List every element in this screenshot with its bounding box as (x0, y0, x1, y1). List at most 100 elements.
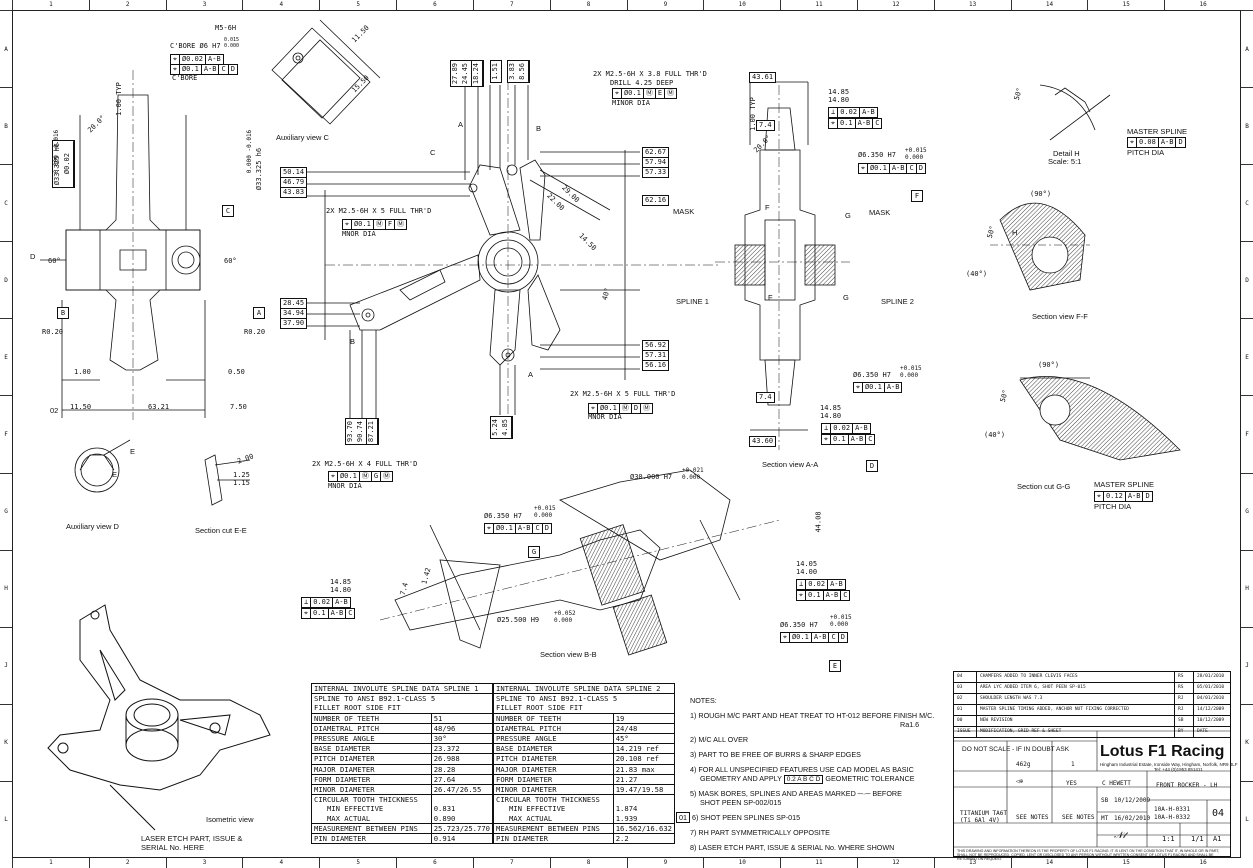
thread-callout-1c: MINOR DIA (612, 99, 650, 107)
zone-number: 1 (12, 858, 89, 868)
zone-number: 2 (88, 858, 166, 868)
table-cell: INTERNAL INVOLUTE SPLINE DATA SPLINE 2 (493, 682, 675, 695)
zone-letter: C (0, 164, 12, 241)
dim-1480a: 14.80 (828, 96, 850, 104)
table-cell: DIAMETRAL PITCH (493, 722, 614, 735)
thread-callout-4b: MNOR DIA (328, 482, 362, 490)
revision-issue: 00 (954, 716, 977, 726)
right-views-geometry (990, 84, 1181, 461)
scale-value: 1:1 (1162, 835, 1175, 843)
datum-b-left: B (57, 307, 69, 319)
dim-125: 1.25 (233, 471, 250, 479)
bore-6a: Ø6.350 H7 (858, 151, 896, 159)
revision-date: 04/01/2010 (1197, 696, 1225, 701)
table-cell: MAJOR DIAMETER (493, 763, 614, 775)
table-cell: MEASUREMENT BETWEEN PINS (311, 822, 432, 835)
zone-letter: A (1241, 10, 1253, 87)
section-bb-label: Section view B-B (540, 650, 597, 659)
mass-value: 462g (1016, 761, 1031, 768)
zone-number: 1 (12, 0, 89, 10)
table-cell: PRESSURE ANGLE (311, 733, 432, 745)
laser-etch-note: LASER ETCH PART, ISSUE & SERIAL No. HERE (141, 834, 243, 852)
thread-callout-3b: MNOR DIA (588, 413, 622, 421)
aux-view-c-geometry (271, 19, 381, 125)
table-cell: NUMBER OF TEETH (311, 712, 432, 724)
dim-74a: 7.4 (756, 120, 775, 131)
table-cell: 26.47/26.55 (430, 784, 494, 796)
table-cell: 20.108 ref (612, 753, 676, 765)
zone-letter: E (0, 318, 12, 395)
table-cell: NUMBER OF TEETH (493, 712, 614, 724)
revision-by: SB (1175, 716, 1194, 726)
zone-letter: G (0, 472, 12, 550)
zone-number: 7 (472, 858, 550, 868)
spline-2-label: SPLINE 2 (881, 297, 914, 306)
zone-number: 4 (242, 858, 319, 868)
zone-number: 16 (1164, 858, 1241, 868)
zone-letter: D (1241, 241, 1253, 318)
dim-1480b: 14.80 (820, 412, 842, 420)
table-cell: FORM DIAMETER (311, 773, 432, 786)
zone-letter: K (0, 703, 12, 781)
thread-callout-1b: DRILL 4.25 DEEP (610, 79, 674, 87)
section-marker-f-top: F (765, 203, 770, 212)
table-cell: 27.64 (430, 773, 494, 786)
table-cell: 45° (612, 733, 676, 745)
zone-number: 4 (242, 0, 319, 10)
drawn-date: 10/12/2009 (1114, 797, 1151, 804)
revision-date: 10/12/2009 (1197, 718, 1225, 723)
drawing-frame (12, 10, 1241, 858)
zone-letter: H (1241, 549, 1253, 627)
aux-d-geometry (74, 439, 251, 506)
section-gg-label: Section cut G-G (1017, 482, 1071, 491)
front-view-geometry (40, 70, 206, 420)
zone-number: 11 (780, 0, 857, 10)
detail-h-scale: Scale: 5:1 (1048, 157, 1082, 166)
table-cell: BASE DIAMETER (493, 743, 614, 755)
zone-number: 14 (1010, 0, 1088, 10)
table-row: CIRCULAR TOOTH THICKNESS MIN EFFECTIVE M… (311, 794, 494, 824)
ang-90b: (90°) (1038, 361, 1060, 369)
zone-number: 6 (396, 0, 473, 10)
section-ff-label: Section view F-F (1032, 312, 1088, 321)
note-6: 01 6) SHOT PEEN SPLINES SP-015 (676, 812, 952, 823)
thread-callout-2b: MNOR DIA (342, 230, 376, 238)
section-marker-b-bot: B (350, 337, 356, 346)
revision-issue: 01 (954, 705, 977, 715)
bore-6b: Ø6.350 H7 (853, 371, 891, 379)
zone-number: 16 (1164, 0, 1241, 10)
zone-number: 10 (703, 0, 780, 10)
zone-letter: G (1241, 472, 1253, 550)
zone-number: 15 (1087, 858, 1164, 868)
pitch-dia-1: PITCH DIA (1127, 148, 1165, 157)
section-marker-a-bot: A (528, 370, 534, 379)
revision-date: 05/01/2010 (1197, 685, 1225, 690)
section-marker-g-bot: G (843, 293, 849, 302)
title-block-lines (953, 730, 1231, 848)
datum-g: G (528, 546, 540, 558)
table-cell: FORM DIAMETER (493, 773, 614, 786)
thread-callout-1: 2X M2.5-6H X 3.8 FULL THR'D (593, 70, 707, 78)
zone-number: 6 (396, 858, 473, 868)
section-marker-g-top: G (845, 211, 851, 220)
